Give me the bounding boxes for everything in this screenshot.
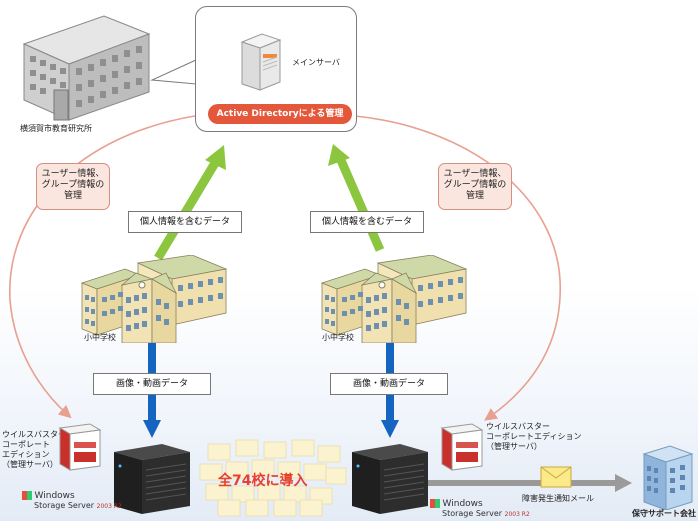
media-data-tag-right: 画像・動画データ <box>330 373 448 395</box>
all-schools-label: 全74校に導入 <box>218 473 308 489</box>
windows-logo-left: Windows Storage Server 2003 R2 <box>22 491 122 511</box>
active-directory-badge: Active Directoryによる管理 <box>208 104 352 124</box>
school-label-right: 小中学校 <box>322 333 354 342</box>
windows-flag-icon <box>22 491 32 500</box>
user-group-box-right: ユーザー情報、 グループ情報の 管理 <box>438 163 512 210</box>
main-server-icon <box>240 33 282 91</box>
virusbuster-label-right: ウイルスバスター コーポレートエディション （管理サーバ） <box>486 422 582 451</box>
storage-server-right <box>352 444 428 514</box>
windows-flag-icon <box>430 499 440 508</box>
virusbuster-box-left <box>58 423 102 471</box>
green-arrow-left <box>154 145 226 261</box>
mail-arrow <box>428 474 632 492</box>
school-building-right <box>320 255 468 343</box>
virusbuster-box-right <box>440 423 484 471</box>
user-group-box-left: ユーザー情報、 グループ情報の 管理 <box>36 163 110 210</box>
main-server-label: メインサーバ <box>292 58 340 67</box>
windows-logo-right: Windows Storage Server 2003 R2 <box>430 499 530 519</box>
school-cubes-cluster <box>199 439 347 517</box>
storage-server-left <box>114 444 190 514</box>
personal-data-tag-right: 個人情報を含むデータ <box>310 211 424 233</box>
virusbuster-label-left: ウイルスバスター コーポレート エディション （管理サーバ） <box>2 430 66 469</box>
office-building-illustration <box>22 15 151 121</box>
arc-right <box>354 115 561 421</box>
school-building-left <box>80 255 228 343</box>
support-company-building <box>642 445 694 510</box>
support-company-label: 保守サポート会社 <box>632 509 696 518</box>
school-label-left: 小中学校 <box>84 333 116 342</box>
arc-left <box>9 115 196 419</box>
green-arrow-right <box>328 144 385 252</box>
personal-data-tag-left: 個人情報を含むデータ <box>128 211 242 233</box>
media-data-tag-left: 画像・動画データ <box>93 373 211 395</box>
callout-pointer <box>150 59 199 85</box>
office-caption: 横須賀市教育研究所 <box>20 124 92 133</box>
mail-envelope-icon <box>540 466 572 488</box>
failure-mail-label: 障害発生通知メール <box>522 494 594 503</box>
